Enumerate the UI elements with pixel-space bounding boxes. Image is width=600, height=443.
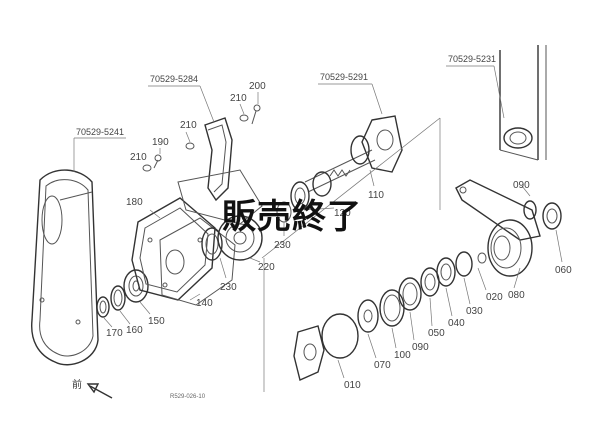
part-number-030: 030 <box>466 306 483 317</box>
bolt-200 <box>251 104 261 125</box>
part-number-100: 100 <box>394 350 411 361</box>
part-number-020: 020 <box>486 292 503 303</box>
housing-080 <box>487 219 533 277</box>
ring-100 <box>379 289 405 327</box>
part-number-060: 060 <box>555 265 572 276</box>
frame-column <box>499 45 547 161</box>
assembly-code-cover: 70529-5241 <box>76 127 124 137</box>
plate-010 <box>293 313 359 381</box>
gear-case-180 <box>131 197 216 301</box>
bearing-020 <box>477 252 487 264</box>
part-number-040: 040 <box>448 318 465 329</box>
front-arrow-icon <box>86 383 113 399</box>
part-number-010: 010 <box>344 380 361 391</box>
washer-210-left <box>142 164 152 172</box>
ring-160 <box>110 285 126 311</box>
discontinued-stamp: 販売終了 <box>222 197 362 237</box>
part-number-230-lower: 230 <box>220 282 237 293</box>
ring-090-right <box>523 200 537 220</box>
bracket-arm <box>177 117 263 225</box>
part-number-110: 110 <box>368 190 384 201</box>
figure-id: R529-026-10 <box>170 394 206 400</box>
ring-090-upper <box>312 171 332 197</box>
part-number-190: 190 <box>152 137 169 148</box>
part-number-230-upper: 230 <box>274 240 291 251</box>
part-number-160: 160 <box>126 325 143 336</box>
part-number-210-mid: 210 <box>180 120 197 131</box>
part-number-050: 050 <box>428 328 445 339</box>
disc-070 <box>357 299 379 333</box>
part-number-150: 150 <box>148 316 165 327</box>
part-number-090-right: 090 <box>513 180 530 191</box>
part-number-220: 220 <box>258 262 275 273</box>
washer-210-mid <box>185 142 195 150</box>
ring-120 <box>290 181 310 211</box>
ring-030 <box>455 251 473 277</box>
assembly-code-shaft: 70529-5291 <box>320 72 368 82</box>
explode-boundary <box>261 117 441 392</box>
part-number-170: 170 <box>106 328 123 339</box>
ring-040 <box>436 257 456 287</box>
seal-060 <box>542 202 562 230</box>
ring-050 <box>420 267 440 297</box>
seal-170 <box>96 296 110 318</box>
part-number-180: 180 <box>126 197 143 208</box>
gear-cover <box>31 169 99 366</box>
washer-210-top <box>239 114 249 122</box>
ring-090-lower <box>398 277 422 311</box>
shaft-assembly <box>304 115 403 193</box>
part-number-140: 140 <box>196 298 213 309</box>
assembly-code-bracket: 70529-5284 <box>150 74 198 84</box>
front-direction-label: 前 <box>72 378 82 391</box>
part-number-200: 200 <box>249 81 266 92</box>
part-number-090-lower: 090 <box>412 342 429 353</box>
screw-190 <box>153 154 162 169</box>
part-number-210-left: 210 <box>130 152 147 163</box>
assembly-code-frame: 70529-5231 <box>448 54 496 64</box>
ring-230-lower <box>201 227 223 261</box>
gear-case-140 <box>159 217 236 306</box>
part-number-080: 080 <box>508 290 525 301</box>
part-number-210-top: 210 <box>230 93 247 104</box>
part-number-120: 120 <box>334 208 351 219</box>
arm-plate <box>455 179 541 241</box>
part-number-070: 070 <box>374 360 391 371</box>
